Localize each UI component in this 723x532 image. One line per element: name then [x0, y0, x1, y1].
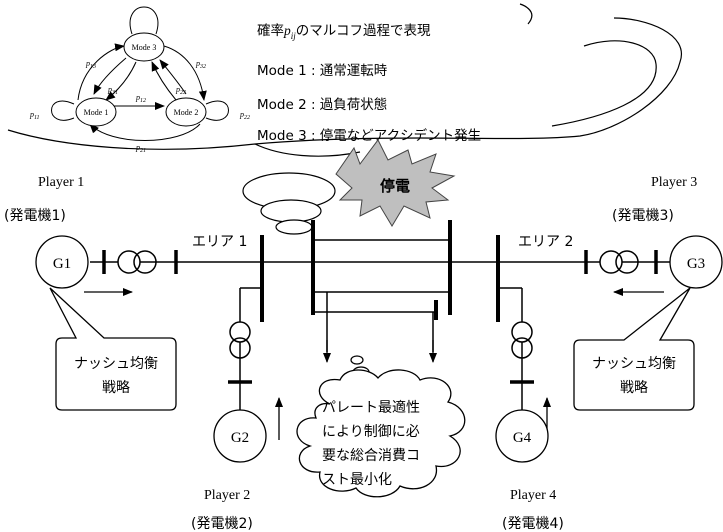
- bubble-medium: [260, 199, 322, 223]
- pareto-line1: パレート最適性: [322, 399, 420, 416]
- pareto-line2: により制御に必: [322, 424, 420, 440]
- transformer-g2-b: [229, 337, 251, 359]
- label-p32: p32: [195, 59, 206, 70]
- player3-name: Player 3: [651, 175, 697, 190]
- nash-callout-right: [573, 287, 695, 411]
- player3-gen: (発電機3): [612, 208, 674, 224]
- label-p12: p12: [135, 93, 146, 104]
- nash-left-line2: 戦略: [102, 380, 130, 396]
- power-network: [90, 220, 672, 418]
- transition-labels: p13 p32 p31 p23 p12 p11 p22 p21: [29, 59, 250, 154]
- label-p22: p22: [239, 110, 250, 121]
- area2-label: エリア 2: [518, 234, 573, 250]
- outage-burst: [335, 139, 456, 227]
- edge-mode3-mode1: [93, 57, 127, 95]
- label-p31: p31: [107, 85, 118, 96]
- transformer-g4-a: [511, 321, 533, 343]
- legend-line2: Mode 1 : 通常運転時: [257, 63, 388, 79]
- legend-line4: Mode 3 : 停電などアクシデント発生: [257, 127, 481, 144]
- edge-mode2-mode3-inner: [151, 61, 177, 101]
- player1-name: Player 1: [38, 175, 84, 190]
- transformer-g3-a: [599, 250, 623, 274]
- self-loop-mode2: [205, 100, 229, 121]
- markov-states: Mode 3 Mode 1 Mode 2: [75, 32, 207, 127]
- generator-g4-label: G4: [513, 430, 532, 446]
- pareto-cloud: [296, 369, 466, 498]
- state-mode3-label: Mode 3: [132, 43, 157, 52]
- transformer-g3-b: [615, 250, 639, 274]
- player2-name: Player 2: [204, 488, 250, 503]
- label-p13: p13: [85, 59, 96, 70]
- markov-chain: [51, 6, 229, 141]
- legend-line1: 確率pijのマルコフ過程で表現: [257, 22, 431, 41]
- thought-bubble: [7, 3, 683, 157]
- nash-right-line1: ナッシュ均衡: [592, 356, 676, 372]
- label-p21: p21: [135, 143, 146, 154]
- state-mode3: [123, 32, 165, 62]
- edge-mode2-mode1: [89, 123, 201, 141]
- edge-mode3-mode1-inner: [105, 61, 137, 101]
- self-loop-mode1: [51, 100, 75, 121]
- generator-g3-label: G3: [687, 256, 705, 272]
- generator-g3: [669, 235, 723, 289]
- state-mode2-label: Mode 2: [174, 108, 199, 117]
- nash-left-line1: ナッシュ均衡: [74, 356, 158, 372]
- edge-mode1-mode3: [77, 43, 125, 101]
- player2-gen: (発電機2): [191, 516, 253, 532]
- nash-callout-left: [49, 287, 177, 411]
- generator-g2: [213, 409, 267, 463]
- edge-mode3-mode2: [163, 45, 207, 101]
- label-p23: p23: [175, 85, 186, 96]
- generator-g1: [35, 235, 89, 289]
- transformer-g1-b: [133, 250, 157, 274]
- player1-gen: (発電機1): [4, 208, 66, 224]
- transformer-g2-a: [229, 321, 251, 343]
- self-loop-mode3: [129, 6, 159, 35]
- transformer-g1-a: [117, 250, 141, 274]
- nash-right-line2: 戦略: [620, 380, 648, 396]
- pareto-line4: スト最小化: [322, 472, 392, 488]
- generator-g4: [495, 409, 549, 463]
- area1-label: エリア 1: [192, 234, 247, 250]
- edge-mode2-mode3: [159, 59, 187, 95]
- label-p11: p11: [29, 110, 40, 121]
- legend-line3: Mode 2 : 過負荷状態: [257, 97, 387, 113]
- player4-name: Player 4: [510, 488, 556, 503]
- pareto-text: パレート最適性 により制御に必 要な総合消費コ スト最小化: [322, 399, 420, 488]
- pareto-line3: 要な総合消費コ: [322, 448, 420, 464]
- player-labels: Player 1 (発電機1) Player 3 (発電機3) Player 2…: [4, 175, 697, 532]
- player4-gen: (発電機4): [502, 516, 564, 532]
- generator-g1-label: G1: [53, 256, 71, 272]
- legend: 確率pijのマルコフ過程で表現 Mode 1 : 通常運転時 Mode 2 : …: [257, 22, 481, 144]
- outage-label: 停電: [380, 177, 410, 195]
- bubble-small: [275, 219, 313, 235]
- state-mode2: [165, 97, 207, 127]
- state-mode1: [75, 97, 117, 127]
- generators: G1 G3 G2 G4: [35, 235, 723, 463]
- state-mode1-label: Mode 1: [84, 108, 109, 117]
- transformer-g4-b: [511, 337, 533, 359]
- generator-g2-label: G2: [231, 430, 249, 446]
